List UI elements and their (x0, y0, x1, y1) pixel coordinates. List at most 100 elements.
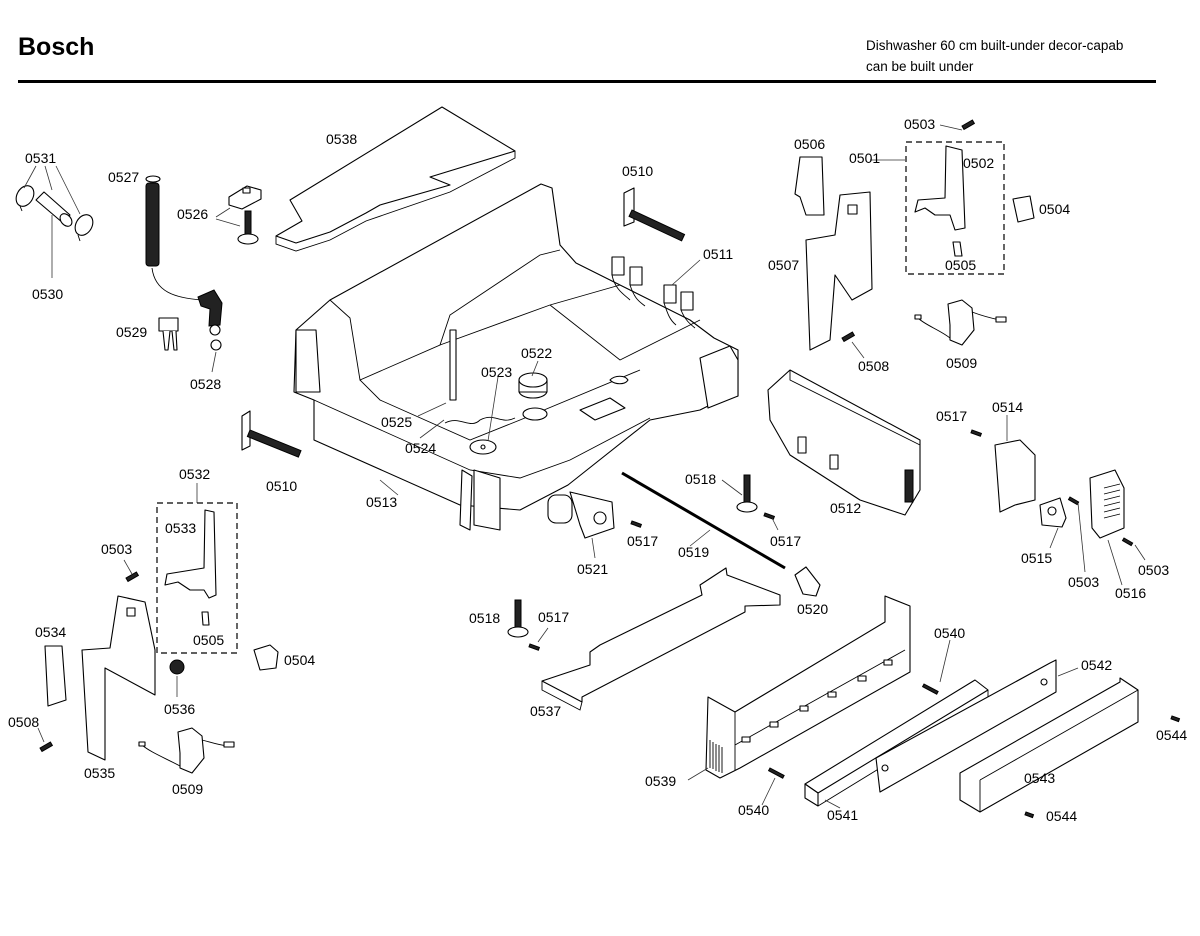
part-screw-0503-right[interactable] (1121, 537, 1134, 547)
callout-0527[interactable]: 0527 (108, 169, 139, 185)
callout-0517-center[interactable]: 0517 (770, 533, 801, 549)
part-pin-0540-top[interactable] (921, 683, 939, 695)
callout-0508-right[interactable]: 0508 (858, 358, 889, 374)
callout-0517-left[interactable]: 0517 (538, 609, 569, 625)
part-door-spring-right[interactable] (914, 299, 1007, 346)
part-kick-plate-bracket[interactable] (875, 659, 1057, 793)
callout-0542[interactable]: 0542 (1081, 657, 1112, 673)
callout-0504-left[interactable]: 0504 (284, 652, 315, 668)
callout-0509-left[interactable]: 0509 (172, 781, 203, 797)
callout-0503-left[interactable]: 0503 (101, 541, 132, 557)
part-adjustable-foot[interactable] (228, 185, 262, 245)
callout-0534[interactable]: 0534 (35, 624, 66, 640)
callout-0544-right[interactable]: 0544 (1156, 727, 1187, 743)
part-rod[interactable] (621, 471, 786, 570)
callout-0503-right[interactable]: 0503 (1138, 562, 1169, 578)
part-inlet-valve[interactable] (547, 491, 615, 539)
part-bottom-plate[interactable] (541, 567, 781, 711)
callout-0529[interactable]: 0529 (116, 324, 147, 340)
callout-0512[interactable]: 0512 (830, 500, 861, 516)
callout-0509-right[interactable]: 0509 (946, 355, 977, 371)
part-hinge-cap-left[interactable] (253, 644, 279, 671)
callout-0522[interactable]: 0522 (521, 345, 552, 361)
callout-0505-left[interactable]: 0505 (193, 632, 224, 648)
part-hinge-cover-left[interactable] (44, 645, 67, 707)
callout-0537[interactable]: 0537 (530, 703, 561, 719)
callout-0520[interactable]: 0520 (797, 601, 828, 617)
callout-0518-center[interactable]: 0518 (685, 471, 716, 487)
callout-0540-bottom[interactable]: 0540 (738, 802, 769, 818)
callout-0515[interactable]: 0515 (1021, 550, 1052, 566)
part-drain-hose[interactable] (145, 175, 223, 351)
callout-0533[interactable]: 0533 (165, 520, 196, 536)
callout-0511[interactable]: 0511 (703, 246, 733, 262)
callout-0510-top[interactable]: 0510 (622, 163, 653, 179)
part-tension-spring-top[interactable] (623, 187, 686, 242)
callout-0530[interactable]: 0530 (32, 286, 63, 302)
part-switch-bracket[interactable] (1039, 497, 1067, 528)
part-screw-0517-center[interactable] (763, 512, 776, 520)
part-base-tub[interactable] (293, 183, 739, 531)
callout-0508-left[interactable]: 0508 (8, 714, 39, 730)
part-switch-cover[interactable] (994, 439, 1036, 513)
callout-0543[interactable]: 0543 (1024, 770, 1055, 786)
part-hinge-bracket-left[interactable] (81, 595, 156, 761)
callout-0517-right[interactable]: 0517 (936, 408, 967, 424)
callout-0504-right[interactable]: 0504 (1039, 201, 1070, 217)
part-insulation-plate[interactable] (275, 106, 516, 252)
callout-0536[interactable]: 0536 (164, 701, 195, 717)
callout-0517-mid[interactable]: 0517 (627, 533, 658, 549)
callout-0507[interactable]: 0507 (768, 257, 799, 273)
part-screw-0508-left[interactable] (39, 741, 54, 753)
part-control-module[interactable] (767, 369, 921, 516)
callout-0538[interactable]: 0538 (326, 131, 357, 147)
part-hinge-cover[interactable] (794, 156, 825, 216)
part-bumper[interactable] (169, 659, 185, 675)
part-door-spring-left[interactable] (138, 727, 235, 774)
part-screw-0503-top[interactable] (961, 119, 976, 131)
callout-0505-right[interactable]: 0505 (945, 257, 976, 273)
part-tension-spring-left[interactable] (241, 410, 302, 458)
part-screw-0517-left[interactable] (528, 643, 541, 651)
callout-0528[interactable]: 0528 (190, 376, 221, 392)
callout-0506[interactable]: 0506 (794, 136, 825, 152)
callout-0532[interactable]: 0532 (179, 466, 210, 482)
callout-0531[interactable]: 0531 (25, 150, 56, 166)
callout-0502[interactable]: 0502 (963, 155, 994, 171)
callout-0540-top[interactable]: 0540 (934, 625, 965, 641)
callout-0510-left[interactable]: 0510 (266, 478, 297, 494)
part-foot-screw-left[interactable] (507, 599, 529, 638)
part-screw-0517-right[interactable] (970, 429, 983, 437)
callout-0523[interactable]: 0523 (481, 364, 512, 380)
callout-0503-top[interactable]: 0503 (904, 116, 935, 132)
part-door-switch[interactable] (1089, 469, 1125, 539)
callout-0524[interactable]: 0524 (405, 440, 436, 456)
callout-0516[interactable]: 0516 (1115, 585, 1146, 601)
callout-0544-bottom[interactable]: 0544 (1046, 808, 1077, 824)
part-screw-0508-right[interactable] (841, 331, 856, 343)
callout-0526[interactable]: 0526 (177, 206, 208, 222)
callout-0519[interactable]: 0519 (678, 544, 709, 560)
part-screw-0503-mid[interactable] (1067, 496, 1080, 506)
part-toe-kick-frame[interactable] (705, 595, 911, 779)
part-screw-0503-left[interactable] (125, 571, 140, 583)
part-foot-screw-center[interactable] (736, 474, 758, 513)
part-hinge-cap-right[interactable] (1012, 195, 1035, 223)
part-rod-end[interactable] (794, 566, 821, 597)
callout-0513[interactable]: 0513 (366, 494, 397, 510)
part-screw-0517-mid[interactable] (630, 520, 643, 528)
part-kick-plate[interactable] (959, 677, 1139, 813)
part-hose-clip[interactable] (158, 317, 179, 351)
callout-0514[interactable]: 0514 (992, 399, 1023, 415)
callout-0521[interactable]: 0521 (577, 561, 608, 577)
part-hose-sleeve[interactable] (13, 182, 97, 242)
part-hinge-assembly-right[interactable] (914, 145, 966, 257)
part-hinge-bracket-right[interactable] (805, 191, 873, 351)
callout-0535[interactable]: 0535 (84, 765, 115, 781)
callout-0503-mid[interactable]: 0503 (1068, 574, 1099, 590)
callout-0501[interactable]: 0501 (849, 150, 880, 166)
part-hinge-assembly-left[interactable] (164, 509, 217, 626)
part-connectors[interactable] (611, 256, 696, 329)
part-pin-0540-bottom[interactable] (767, 767, 785, 779)
callout-0518-left[interactable]: 0518 (469, 610, 500, 626)
